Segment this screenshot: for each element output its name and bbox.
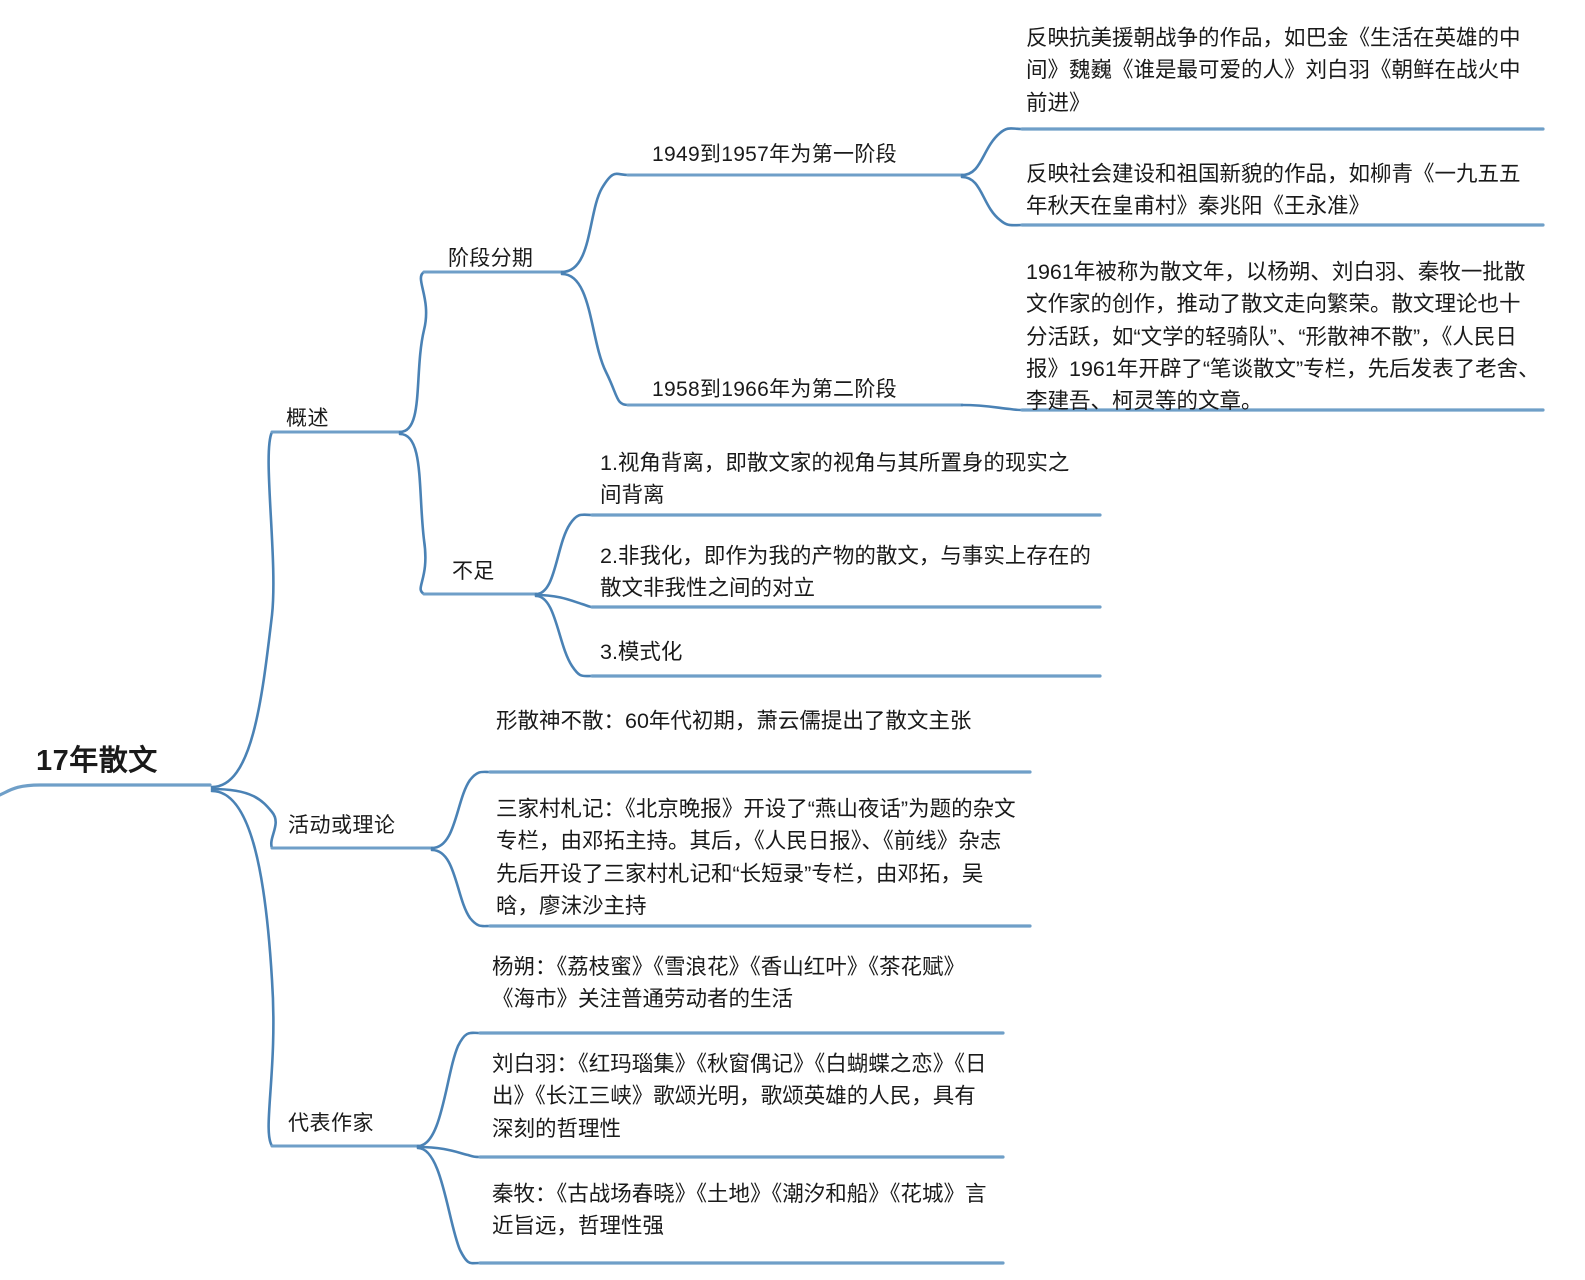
leaf-label-perspective-deviation: 1.视角背离，即散文家的视角与其所置身的现实之间背离 (600, 451, 1070, 508)
leaf-node-1961-prose-year[interactable]: 1961年被称为散文年，以杨朔、刘白羽、秦牧一批散文作家的创作，推动了散文走向繁… (1026, 256, 1541, 417)
node-stage-division[interactable]: 阶段分期 (448, 245, 628, 274)
leaf-node-social-construction-works[interactable]: 反映社会建设和祖国新貌的作品，如柳青《一九五五年秋天在皇甫村》秦兆阳《王永准》 (1026, 158, 1541, 223)
label-shortcomings: 不足 (452, 560, 495, 583)
link-authors-to-b2 (416, 1145, 482, 1159)
node-shortcomings[interactable]: 不足 (452, 558, 592, 587)
branch-node-overview[interactable]: 概述 (286, 405, 466, 434)
leaf-node-yang-shuo[interactable]: 杨朔：《荔枝蜜》《雪浪花》《香山红叶》《茶花赋》《海市》关注普通劳动者的生活 (492, 951, 997, 1016)
leaf-label-korean-war-works: 反映抗美援朝战争的作品，如巴金《生活在英雄的中间》魏巍《谁是最可爱的人》刘白羽《… (1026, 26, 1521, 115)
leaf-node-liu-baiyu[interactable]: 刘白羽：《红玛瑙集》《秋窗偶记》《白蝴蝶之恋》《日出》《长江三峡》歌颂光明，歌颂… (492, 1048, 997, 1145)
node-phase-two[interactable]: 1958到1966年为第二阶段 (652, 376, 982, 405)
link-overview-to-short (398, 432, 427, 596)
leaf-node-perspective-deviation[interactable]: 1.视角背离，即散文家的视角与其所置身的现实之间背离 (600, 447, 1090, 512)
link-activity-to-a2 (430, 848, 492, 928)
leaf-node-non-self[interactable]: 2.非我化，即作为我的产物的散文，与事实上存在的散文非我性之间的对立 (600, 540, 1100, 605)
link-phase2-to-leaf3 (960, 403, 1024, 412)
link-phase1-to-leaf2 (960, 175, 1024, 227)
leaf-label-yang-shuo: 杨朔：《荔枝蜜》《雪浪花》《香山红叶》《茶花赋》《海市》关注普通劳动者的生活 (492, 955, 966, 1012)
link-authors-to-b3 (416, 1146, 482, 1265)
link-short-to-c2 (534, 593, 594, 609)
branch-node-activity[interactable]: 活动或理论 (288, 812, 508, 841)
leaf-label-qin-mu: 秦牧：《古战场春晓》《土地》《潮汐和船》《花城》言近旨远，哲理性强 (492, 1182, 987, 1239)
leaf-label-patterning: 3.模式化 (600, 640, 683, 664)
leaf-label-1961-prose-year: 1961年被称为散文年，以杨朔、刘白羽、秦牧一批散文作家的创作，推动了散文走向繁… (1026, 260, 1540, 413)
leaf-node-patterning[interactable]: 3.模式化 (600, 636, 1000, 668)
label-phase-two: 1958到1966年为第二阶段 (652, 378, 897, 401)
link-root-to-overview (210, 430, 275, 789)
leaf-node-three-village-notes[interactable]: 三家村札记：《北京晚报》开设了“燕山夜话”为题的杂文专栏，由邓拓主持。其后，《人… (496, 793, 1021, 922)
root-underline (0, 783, 212, 797)
link-short-to-c3 (534, 594, 594, 678)
link-stage-to-phase2 (560, 272, 630, 407)
leaf-node-qin-mu[interactable]: 秦牧：《古战场春晓》《土地》《潮汐和船》《花城》言近旨远，哲理性强 (492, 1178, 997, 1243)
leaf-label-liu-baiyu: 刘白羽：《红玛瑙集》《秋窗偶记》《白蝴蝶之恋》《日出》《长江三峡》歌颂光明，歌颂… (492, 1052, 987, 1141)
label-stage-division: 阶段分期 (448, 247, 534, 270)
link-root-to-authors (210, 789, 275, 1148)
branch-label-authors: 代表作家 (288, 1112, 374, 1135)
link-root-to-activity (210, 787, 277, 850)
label-phase-one: 1949到1957年为第一阶段 (652, 143, 897, 166)
leaf-label-social-construction-works: 反映社会建设和祖国新貌的作品，如柳青《一九五五年秋天在皇甫村》秦兆阳《王永准》 (1026, 162, 1521, 219)
leaf-label-non-self: 2.非我化，即作为我的产物的散文，与事实上存在的散文非我性之间的对立 (600, 544, 1091, 601)
leaf-node-korean-war-works[interactable]: 反映抗美援朝战争的作品，如巴金《生活在英雄的中间》魏巍《谁是最可爱的人》刘白羽《… (1026, 22, 1541, 119)
root-label: 17年散文 (36, 745, 158, 777)
leaf-node-form-scattered-spirit[interactable]: 形散神不散：60年代初期，萧云儒提出了散文主张 (496, 705, 1021, 737)
leaf-label-three-village-notes: 三家村札记：《北京晚报》开设了“燕山夜话”为题的杂文专栏，由邓拓主持。其后，《人… (496, 797, 1016, 918)
node-phase-one[interactable]: 1949到1957年为第一阶段 (652, 141, 982, 170)
branch-label-overview: 概述 (286, 407, 329, 430)
leaf-label-form-scattered-spirit: 形散神不散：60年代初期，萧云儒提出了散文主张 (496, 709, 972, 733)
branch-node-authors[interactable]: 代表作家 (288, 1110, 508, 1139)
mindmap-root-node[interactable]: 17年散文 (36, 741, 256, 781)
branch-label-activity: 活动或理论 (288, 814, 396, 837)
